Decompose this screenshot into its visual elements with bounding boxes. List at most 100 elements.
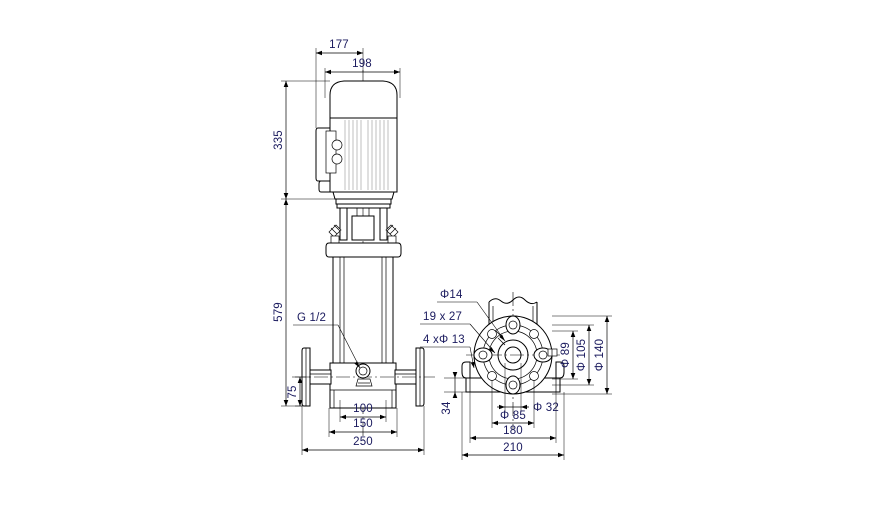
callout-slot-19x27-arrow [489, 347, 495, 353]
dim32-label: Φ 32 [533, 402, 559, 414]
dim180-label: 180 [503, 425, 523, 437]
motor-cooling-fins [344, 120, 389, 190]
dim140-label: Φ 140 [594, 339, 606, 372]
dimension-dia-32: Φ 32 [497, 363, 559, 414]
motor-flange [332, 191, 395, 200]
vent-left-body [328, 224, 342, 238]
side-slot-lug [547, 348, 558, 357]
dim180-arrow-left [470, 435, 476, 441]
dimension-180: 180 [469, 392, 557, 443]
top-plan-view: Φ14 19 x 27 4 xΦ 13 Φ 89 [420, 289, 612, 460]
vent-right-detail-b [386, 224, 394, 232]
base-plate-foot-right [555, 361, 565, 379]
callout-four-holes-13: 4 xΦ 13 [420, 334, 475, 369]
terminal-box-base [318, 180, 331, 193]
vent-fitting-right [385, 224, 399, 244]
dimension-dia-105: Φ 105 [552, 324, 594, 386]
pump-outer-sleeve [332, 256, 394, 364]
dim100-arrow-left [340, 414, 346, 420]
dim100-label: 100 [353, 403, 373, 415]
dim34-arrow-top [452, 372, 458, 378]
callout-slot-19x27-label: 19 x 27 [423, 311, 462, 323]
dimension-579: 579 [273, 199, 302, 407]
dim140-arrow-bottom [604, 388, 610, 394]
dim210-label: 210 [503, 442, 523, 454]
bolt-hole-south [508, 380, 518, 390]
dim177-arrow-right [357, 50, 363, 56]
priming-plug-arrow [355, 378, 373, 387]
dim105-arrow-top [586, 325, 592, 331]
dim250-arrow-right [418, 447, 424, 453]
motor-assembly [315, 80, 398, 205]
mount-hole-ne [529, 329, 539, 339]
dim579-arrow-top [283, 199, 289, 205]
dim150-label: 150 [353, 418, 373, 430]
dim180-arrow-right [550, 435, 556, 441]
lantern-leg-left [339, 207, 348, 241]
dimension-75: 75 [287, 376, 310, 407]
dim250-label: 250 [353, 436, 373, 448]
dim579-label: 579 [273, 302, 285, 322]
dim85-label: Φ 85 [500, 410, 526, 422]
coupling-lantern [325, 203, 402, 258]
vent-right-body [385, 224, 399, 238]
dim198-arrow-left [325, 69, 331, 75]
dim85-arrow-right [528, 420, 534, 426]
base-mounting-holes [487, 329, 539, 381]
lantern-top-plate [336, 203, 391, 209]
pump-head-flange [325, 242, 402, 258]
motor-body [329, 117, 398, 193]
dim250-arrow-left [302, 447, 308, 453]
callout-g-half-leader [337, 324, 361, 369]
sleeve-break-line [488, 296, 538, 305]
dim75-arrow-top [297, 377, 303, 383]
dim198-arrow-right [394, 69, 400, 75]
callout-dia-14-leader [476, 301, 506, 342]
dim335-arrow-top [283, 81, 289, 87]
dim89-arrow-top [570, 331, 576, 337]
coupling-guard [351, 215, 375, 241]
dim32-arrow-right [521, 404, 527, 410]
front-elevation-view: 177 198 335 579 [273, 39, 435, 455]
dim75-label: 75 [287, 385, 299, 398]
dimension-100: 100 [339, 400, 387, 422]
top-view-flange-circles [466, 315, 560, 395]
dim335-arrow-bottom [283, 193, 289, 199]
motor-fan-cover [329, 80, 398, 119]
dim177-arrow-left [316, 50, 322, 56]
mount-hole-se [529, 371, 539, 381]
dimension-210: 210 [461, 392, 565, 460]
terminal-box-face [325, 130, 337, 174]
bolt-hole-north [508, 320, 518, 330]
dimension-dia-85: Φ 85 [491, 380, 535, 428]
dim105-arrow-bottom [586, 379, 592, 385]
flange-bolt-bosses [473, 315, 553, 395]
lantern-leg-right [379, 207, 388, 241]
vent-left-nut [330, 235, 340, 244]
callout-g-half-arrow [354, 361, 360, 368]
dimension-150: 150 [328, 408, 398, 437]
base-plate-foot-left [461, 361, 471, 379]
cable-entry-lower [331, 153, 343, 165]
dimension-dia-89: Φ 89 [552, 330, 578, 380]
dimension-34: 34 [441, 372, 466, 415]
dim34-arrow-bottom [452, 392, 458, 398]
dim75-arrow-bottom [297, 400, 303, 406]
dim89-label: Φ 89 [560, 342, 572, 368]
mount-hole-nw [487, 329, 497, 339]
vent-fitting-left [328, 224, 342, 244]
dim579-arrow-bottom [283, 400, 289, 406]
dim105-label: Φ 105 [576, 339, 588, 372]
vent-left-detail-a [330, 227, 338, 235]
dimension-335: 335 [273, 80, 336, 200]
dimension-250: 250 [301, 406, 425, 455]
vent-left-detail-b [333, 224, 341, 232]
callout-four-holes-13-arrow [470, 361, 475, 368]
dim210-arrow-right [558, 452, 564, 458]
dimension-177: 177 [315, 39, 364, 128]
mount-hole-sw [487, 371, 497, 381]
dimension-198: 198 [324, 58, 401, 98]
bolt-hole-east [538, 350, 548, 360]
